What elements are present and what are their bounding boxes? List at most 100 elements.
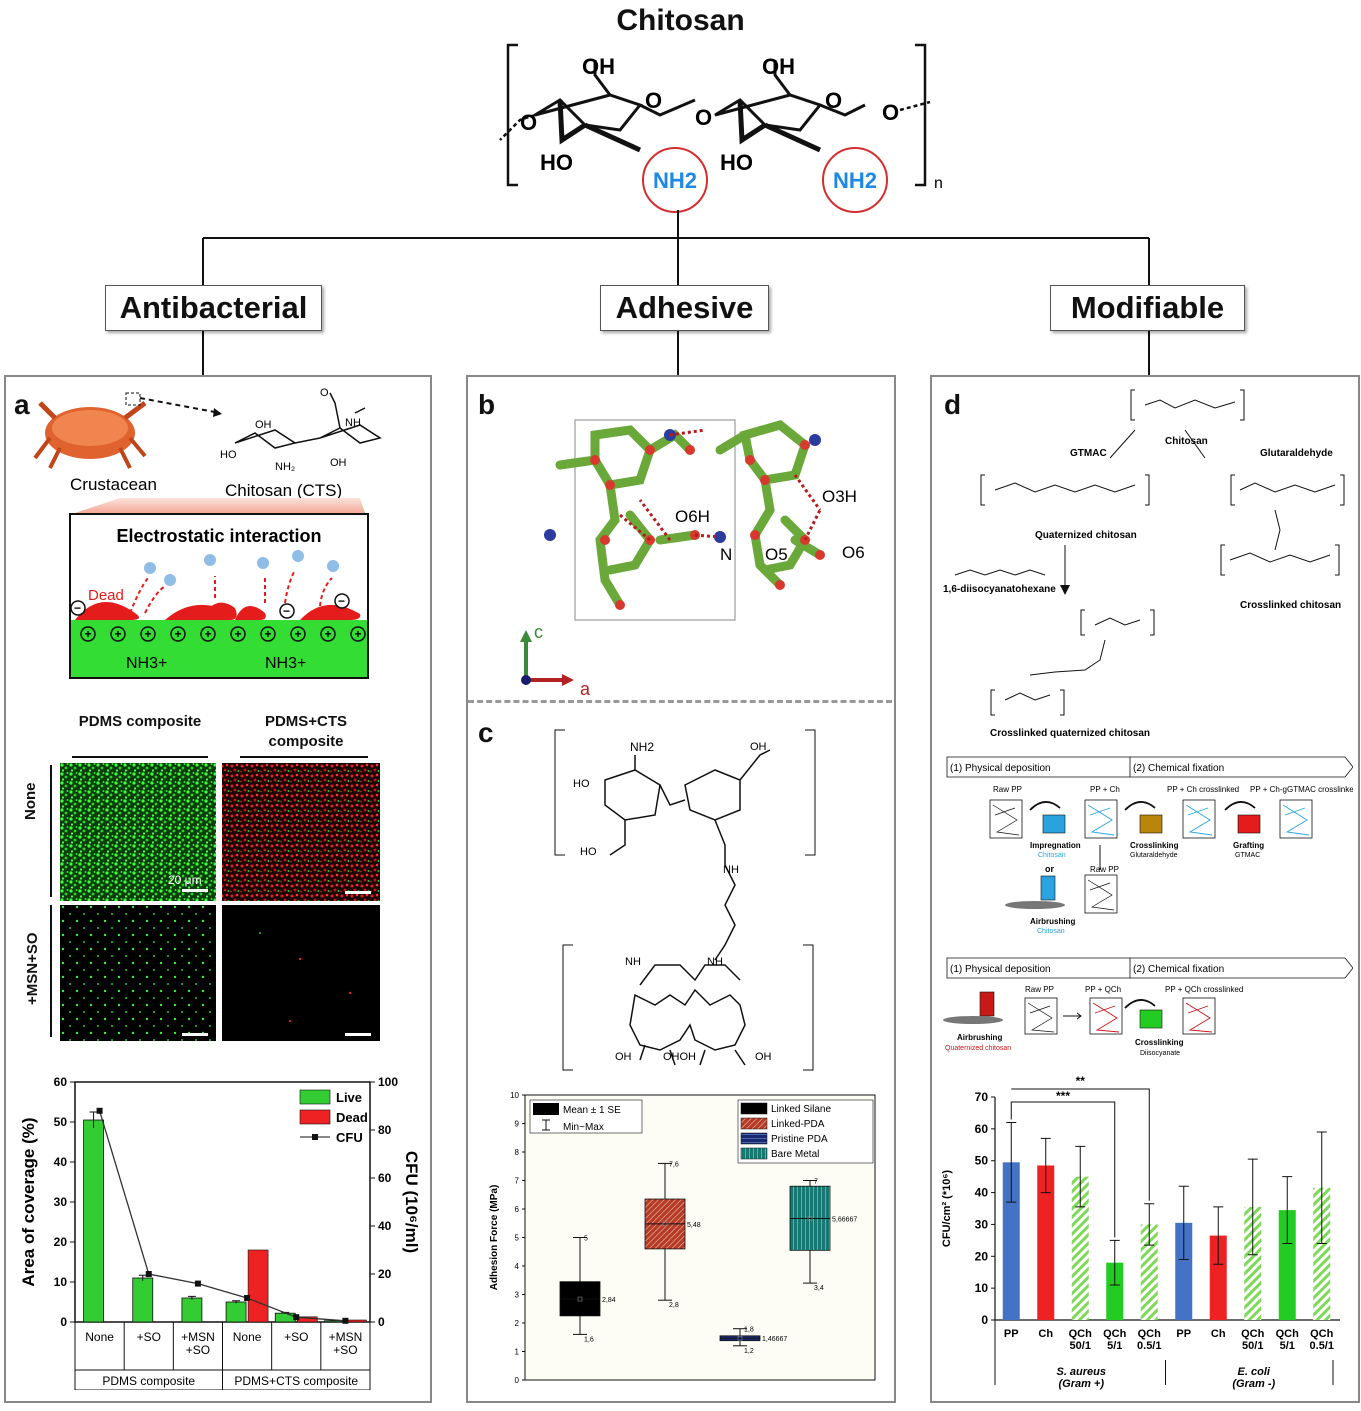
svg-text:PP + QCh crosslinked: PP + QCh crosslinked <box>1165 985 1243 994</box>
panel-d-schemes: Chitosan GTMAC Glutaraldehyde Quaternize… <box>943 389 1353 1057</box>
svg-text:+: + <box>324 627 331 641</box>
image-pdms-none <box>60 763 216 901</box>
svg-text:Raw PP: Raw PP <box>993 785 1022 794</box>
svg-text:OH: OH <box>750 741 767 753</box>
bar <box>1140 1224 1158 1320</box>
x-tick-label: PP <box>1004 1328 1019 1340</box>
svg-text:NH3+: NH3+ <box>126 655 167 672</box>
svg-text:NH: NH <box>345 417 361 429</box>
svg-text:O: O <box>520 110 537 135</box>
svg-text:(1) Physical deposition: (1) Physical deposition <box>950 763 1051 774</box>
bar <box>1244 1206 1262 1320</box>
error-bar <box>138 1274 147 1281</box>
y-tick-label: 70 <box>975 1090 989 1104</box>
mean-marker <box>662 1221 668 1227</box>
svg-text:Chitosan: Chitosan <box>1037 928 1065 935</box>
mean-label: 5,48 <box>687 1222 701 1229</box>
y2-tick-label: 100 <box>378 1075 398 1089</box>
max-label: 7 <box>814 1179 818 1186</box>
nh2-highlight-left <box>642 147 708 213</box>
svg-text:NH2: NH2 <box>653 168 697 193</box>
svg-text:NH3+: NH3+ <box>265 655 306 672</box>
group-label: S. aureus(Gram +) <box>1056 1366 1106 1390</box>
category-antibacterial: Antibacterial <box>105 285 322 331</box>
panel-a-schematic: Crustacean OH HO NH₂ O NH OH Chitosan (C… <box>33 388 382 679</box>
svg-text:GTMAC: GTMAC <box>1235 852 1260 859</box>
y-tick-label: 50 <box>54 1115 68 1129</box>
y-tick-label: 3 <box>515 1291 520 1300</box>
y-tick-label: 50 <box>975 1154 989 1168</box>
bar <box>1278 1210 1296 1320</box>
svg-text:NH: NH <box>707 956 723 968</box>
svg-text:or: or <box>1045 864 1054 874</box>
y2-tick-label: 40 <box>378 1219 392 1233</box>
svg-text:PP + Ch crosslinked: PP + Ch crosslinked <box>1167 785 1239 794</box>
svg-text:NH: NH <box>723 864 739 876</box>
svg-text:−: − <box>338 594 345 608</box>
y-tick-label: 9 <box>515 1120 520 1129</box>
y-tick-label: 7 <box>515 1177 520 1186</box>
sig-bracket <box>1010 1101 1116 1238</box>
legend-label: Linked-PDA <box>771 1119 825 1130</box>
svg-text:c: c <box>534 622 543 642</box>
svg-text:+: + <box>204 627 211 641</box>
y-tick-label: 8 <box>515 1148 520 1157</box>
svg-text:Chitosan (CTS): Chitosan (CTS) <box>225 481 342 500</box>
max-label: 1,8 <box>744 1327 754 1334</box>
legend-swatch-dead <box>299 1109 331 1125</box>
svg-text:+: + <box>114 627 121 641</box>
svg-text:O: O <box>320 388 329 399</box>
legend-swatch <box>740 1117 768 1130</box>
y-axis-label: CFU/cm² (*10⁶) <box>941 1170 953 1248</box>
crab-icon <box>33 401 147 469</box>
mean-label: 1,46667 <box>762 1336 787 1343</box>
image-cts-none <box>222 763 380 901</box>
legend-label-live: Live <box>336 1090 362 1105</box>
svg-text:HO: HO <box>220 449 237 461</box>
y-tick-label: 10 <box>510 1091 519 1100</box>
x-tick-label: +SO <box>137 1330 161 1344</box>
divider-bc <box>468 700 892 703</box>
bar <box>1037 1165 1055 1320</box>
svg-text:Impregnation: Impregnation <box>1030 841 1081 850</box>
svg-text:Crosslinking: Crosslinking <box>1135 1038 1184 1047</box>
category-modifiable: Modifiable <box>1050 285 1245 331</box>
legend-marker-cfu <box>312 1134 318 1140</box>
legend-swatch <box>740 1102 768 1115</box>
y-tick-label: 4 <box>515 1262 520 1271</box>
min-label: 1,6 <box>584 1336 594 1343</box>
col-header-pdms: PDMS composite <box>78 713 202 730</box>
x-tick-label: PP <box>1176 1328 1191 1340</box>
svg-text:+: + <box>294 627 301 641</box>
x-tick-label: None <box>85 1330 114 1344</box>
svg-text:OH: OH <box>582 54 615 79</box>
y-axis-label: Adhesion Force (MPa) <box>489 1185 500 1291</box>
svg-text:Airbrushing: Airbrushing <box>957 1033 1002 1042</box>
svg-text:HO: HO <box>580 846 597 858</box>
svg-text:Grafting: Grafting <box>1233 841 1264 850</box>
svg-text:Chitosan: Chitosan <box>1165 436 1208 447</box>
nh2-highlight-right <box>822 147 888 213</box>
hierarchy-lines <box>202 210 1150 375</box>
svg-text:Quaternized chitosan: Quaternized chitosan <box>1035 530 1137 541</box>
svg-text:−: − <box>283 604 290 618</box>
y-tick-label: 0 <box>60 1315 67 1329</box>
svg-text:Chitosan: Chitosan <box>1038 852 1066 859</box>
svg-text:O3H: O3H <box>822 487 857 506</box>
svg-text:Electrostatic interaction: Electrostatic interaction <box>116 526 321 546</box>
min-label: 3,4 <box>814 1285 824 1292</box>
bar <box>1106 1262 1124 1320</box>
svg-text:O: O <box>645 88 662 113</box>
image-cts-msn <box>222 905 380 1041</box>
cfu-point <box>145 1271 152 1277</box>
bar-live <box>132 1277 154 1323</box>
row-label-msn-so: +MSN+SO <box>24 932 41 1005</box>
sig-bracket <box>1011 1088 1150 1201</box>
x-tick-label: None <box>233 1330 262 1344</box>
svg-text:HO: HO <box>573 778 590 790</box>
